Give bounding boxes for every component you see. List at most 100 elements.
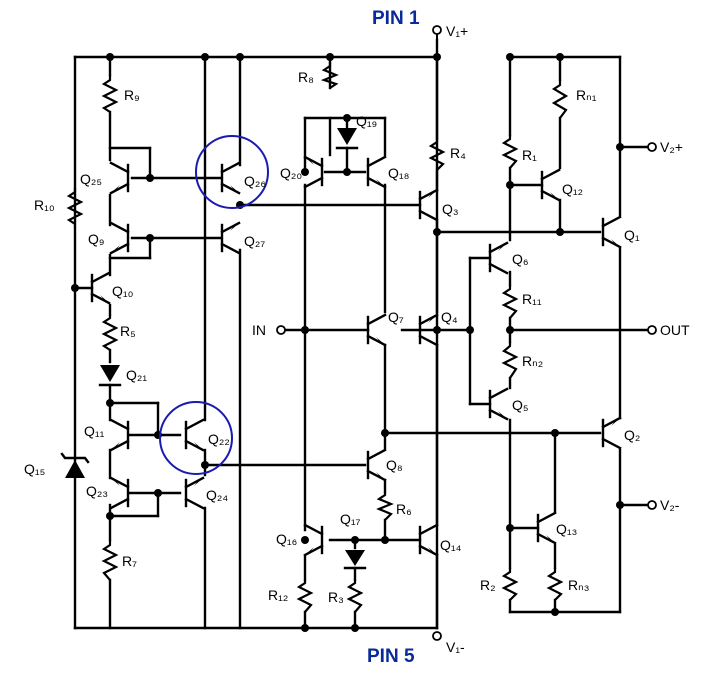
r4-label: R₄ [450,145,466,161]
r7-label: R₇ [122,553,137,569]
diode-q17 [343,550,367,570]
rn2-label: Rₙ₂ [522,353,543,369]
resistor-r11 [501,285,519,319]
r5-label: R₅ [120,323,136,339]
resistor-r4 [428,138,446,171]
v2p-label: V₂+ [660,139,683,155]
junction-dot [301,326,309,334]
transistor-q24 [184,476,205,510]
junction-dot [351,536,359,544]
junction-dot [506,326,514,334]
resistor-rn1 [551,80,569,119]
q22-label: Q₂₂ [208,431,230,447]
q27-label: Q₂₇ [244,233,265,249]
v1m-label: V₁- [446,639,465,655]
transistor-q4 [418,313,439,347]
q4-label: Q₄ [441,309,458,325]
terminal-in [276,325,286,335]
resistor-r10 [66,188,84,225]
resistor-r2 [501,568,519,601]
wires-right [435,55,650,614]
junction-dot [146,174,154,182]
r9-label: R₉ [124,87,140,103]
resistor-r5 [101,315,119,351]
terminals [276,25,657,641]
terminal-v2m [647,500,657,510]
junction-dot [154,489,162,497]
junction-dots [71,53,624,632]
transistor-q1 [601,215,622,249]
junction-dot [351,624,359,632]
resistor-r12 [296,580,314,613]
q13-label: Q₁₃ [556,521,577,537]
q18-label: Q₁₈ [388,165,409,181]
zener-q15 [60,452,90,478]
junction-dot [236,53,244,61]
transistor-q7 [366,313,387,347]
out-label: OUT [660,322,690,338]
junction-dot [506,524,514,532]
transistor-q16 [303,523,324,557]
in-label: IN [252,322,266,338]
pin1-label: PIN 1 [372,8,420,29]
transistor-q9 [109,221,130,255]
junction-dot [551,429,559,437]
junction-dot [301,536,309,544]
transistor-q26 [220,161,241,195]
r6-label: R₆ [396,501,412,517]
r11-label: R₁₁ [522,291,542,307]
q21-label: Q₂₁ [126,367,147,383]
q8-label: Q₈ [386,457,403,473]
v2m-label: V₂- [660,497,680,513]
q2-label: Q₂ [624,427,640,443]
junction-dot [616,501,624,509]
q16-label: Q₁₆ [276,531,297,547]
diode-q19 [335,128,359,150]
q3-label: Q₃ [442,201,459,217]
q14-label: Q₁₄ [440,537,462,553]
r2-label: R₂ [480,577,496,593]
junction-dot [433,53,441,61]
q15-label: Q₁₅ [24,461,45,477]
junction-dot [343,168,351,176]
junction-dot [106,512,114,520]
r3-label: R₃ [328,589,344,605]
highlight-q26 [195,135,269,209]
terminal-pin1 [432,25,442,35]
transistor-q27 [220,221,241,255]
resistor-r6 [376,492,394,521]
junction-dot [466,326,474,334]
junction-dot [201,53,209,61]
junction-dot [146,234,154,242]
junction-dot [343,114,351,122]
transistor-q20 [303,155,324,189]
q7-label: Q₇ [388,309,404,325]
q6-label: Q₆ [512,251,529,267]
q24-label: Q₂₄ [206,487,228,503]
junction-dot [433,326,441,334]
q25-label: Q₂₅ [80,171,102,187]
transistor-q13 [536,511,557,545]
q1-label: Q₁ [624,227,640,243]
resistor-rn2 [501,342,519,379]
transistor-q18 [366,155,387,189]
junction-dot [381,536,389,544]
q9-label: Q₉ [88,231,104,247]
junction-dot [506,53,514,61]
resistor-rn3 [546,568,564,601]
resistor-r3 [346,580,364,613]
junction-dot [106,399,114,407]
resistor-r7 [101,540,119,581]
resistor-r1 [501,135,519,169]
resistor-r9 [101,75,119,113]
q20-label: Q₂₀ [280,165,302,181]
terminal-pin5 [432,631,442,641]
junction-dot [71,284,79,292]
junction-dot [556,53,564,61]
diodes [60,128,367,570]
highlight-circles [159,135,269,475]
r10-label: R₁₀ [34,197,55,213]
rn1-label: Rₙ₁ [576,87,597,103]
r8-label: R₈ [298,69,314,85]
transistor-q23 [109,476,130,510]
